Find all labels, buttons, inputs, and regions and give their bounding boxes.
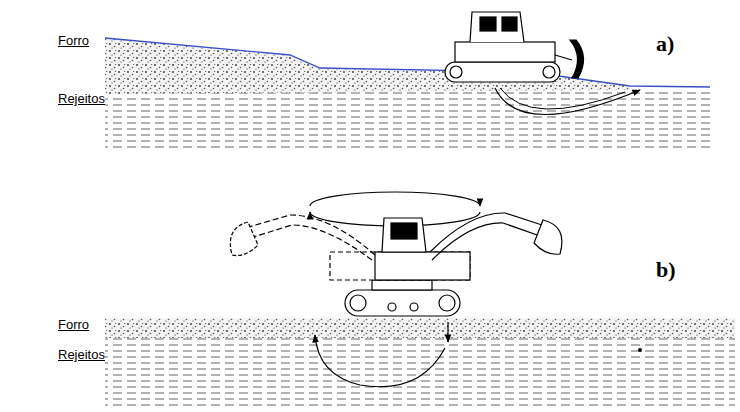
turnover-arrow xyxy=(315,335,445,387)
blade-arm xyxy=(555,55,572,60)
track-wheel xyxy=(450,66,462,78)
bulldozer-body xyxy=(455,42,555,62)
spreading-arrow xyxy=(495,88,640,115)
track-wheel xyxy=(439,295,455,311)
boom-right xyxy=(432,223,540,260)
track-wheel xyxy=(410,303,418,311)
dig-arrow xyxy=(447,322,448,342)
cab-window xyxy=(391,223,417,239)
panel-letter: a) xyxy=(656,32,674,56)
spreading-arrow xyxy=(500,88,625,109)
excavator-track xyxy=(345,290,460,316)
cab-window xyxy=(502,17,517,31)
layer-label: Rejeitos xyxy=(58,92,105,106)
bucket-right xyxy=(534,220,562,254)
upper-body xyxy=(330,252,470,280)
cab-window xyxy=(480,17,496,31)
particle xyxy=(638,348,642,352)
track-wheel xyxy=(388,303,396,311)
bulldozer xyxy=(445,12,584,82)
bulldozer-track xyxy=(445,62,560,82)
tailings-layer xyxy=(105,88,710,148)
rotation-arrow xyxy=(310,192,480,206)
layer-label: Forro xyxy=(58,318,89,332)
track-wheel xyxy=(543,66,555,78)
turntable xyxy=(372,280,432,290)
panel-letter: b) xyxy=(656,258,676,282)
bulldozer-blade xyxy=(570,40,584,78)
liner-surface xyxy=(105,38,710,87)
bulldozer-cab xyxy=(470,12,524,42)
excavator-cab xyxy=(382,218,426,252)
layer-label: Rejeitos xyxy=(58,348,105,362)
boom-left xyxy=(250,225,372,260)
tailings-layer xyxy=(105,338,735,410)
excavator xyxy=(230,192,562,316)
bucket-left xyxy=(230,222,258,256)
upper-body xyxy=(375,252,470,280)
liner-layer xyxy=(105,318,735,338)
liner-layer xyxy=(105,38,630,94)
track-wheel xyxy=(350,295,366,311)
layer-label: Forro xyxy=(58,34,89,48)
